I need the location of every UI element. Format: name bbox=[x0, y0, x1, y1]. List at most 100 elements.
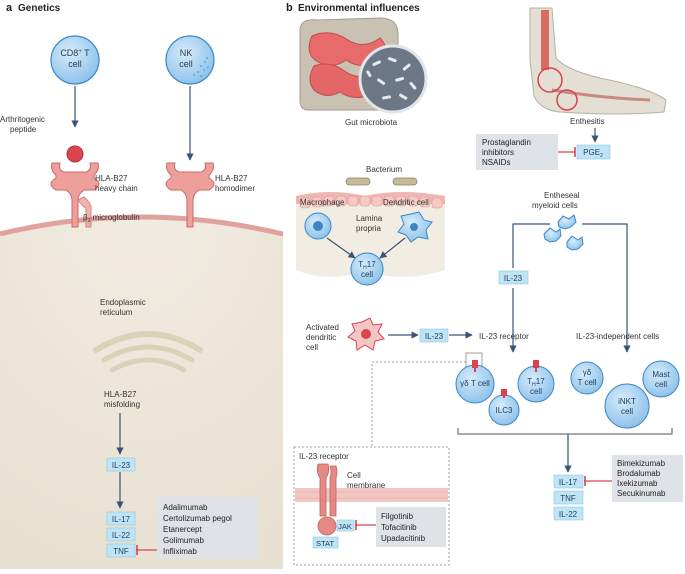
homodimer-label-1: HLA-B27 bbox=[215, 174, 248, 183]
gut-dendritic-cell bbox=[397, 211, 433, 243]
gd-t-right-2: T cell bbox=[578, 378, 597, 387]
inkt-label-1: iNKT bbox=[618, 397, 636, 406]
plasma-membrane bbox=[0, 214, 284, 237]
jak-box bbox=[336, 519, 355, 532]
gut-microbiota-label: Gut microbiota bbox=[345, 118, 398, 127]
arrow-macrophage-th17 bbox=[326, 237, 356, 259]
th17-cell-label: cell bbox=[530, 387, 542, 396]
b2m-label: β2 microglobulin bbox=[83, 213, 140, 224]
svg-text:TH17: TH17 bbox=[527, 377, 545, 388]
il22-box-b bbox=[553, 506, 584, 521]
dendritic-label: Dendritic cell bbox=[383, 198, 429, 207]
inset-connector bbox=[371, 361, 466, 447]
misfold-label-2: misfolding bbox=[104, 400, 140, 409]
inkt-cell: iNKT cell bbox=[604, 383, 650, 429]
activated-dendritic-cell bbox=[347, 317, 385, 351]
bacteria-icons bbox=[345, 177, 418, 186]
il22-box-a bbox=[106, 527, 136, 542]
entheseal-myeloid-cells bbox=[543, 214, 584, 251]
nk-cell: NK cell bbox=[165, 35, 215, 85]
microbiota-zoom bbox=[358, 44, 428, 114]
stat-box bbox=[312, 536, 339, 549]
lamina-label-1: Lamina bbox=[356, 214, 383, 223]
gd-t-cell-right: γδ T cell bbox=[570, 361, 604, 395]
pge-inh-2: inhibitors bbox=[482, 148, 514, 157]
svg-text:CD8+ T: CD8+ T bbox=[60, 48, 90, 58]
svg-text:TH17: TH17 bbox=[358, 260, 376, 271]
tnf-box-a bbox=[106, 543, 136, 558]
il17-label-b: IL-17 bbox=[559, 478, 578, 487]
cd8-t-cell: CD8+ T cell bbox=[50, 35, 100, 85]
il17-drug-2: Brodalumab bbox=[617, 469, 661, 478]
peptide-label-1: Arthritogenic bbox=[0, 115, 45, 124]
heavy-chain-label-2: heavy chain bbox=[95, 184, 138, 193]
nk-cell-label: cell bbox=[179, 59, 193, 69]
il22-label-a: IL-22 bbox=[112, 531, 131, 540]
mast-label-2: cell bbox=[655, 380, 667, 389]
gd-t-cell-label: γδ T cell bbox=[460, 379, 490, 388]
gut-th17-cell-label: cell bbox=[361, 270, 373, 279]
activated-label-3: cell bbox=[306, 343, 318, 352]
macrophage-cell bbox=[304, 212, 332, 240]
enthesitis-label: Enthesitis bbox=[570, 117, 605, 126]
il17-drug-1: Bimekizumab bbox=[617, 459, 666, 468]
er-label-2: reticulum bbox=[100, 308, 133, 317]
inset-membrane bbox=[295, 488, 448, 502]
il23-box-mid bbox=[419, 328, 449, 343]
membrane-label-2: membrane bbox=[347, 481, 386, 490]
il17-drug-box bbox=[612, 455, 683, 502]
arrow-dendritic-th17 bbox=[379, 237, 406, 259]
il17-box-b bbox=[553, 474, 584, 489]
foot-illustration bbox=[529, 7, 667, 115]
il17-box-a bbox=[106, 511, 136, 526]
tnf-label-a: TNF bbox=[113, 547, 129, 556]
il23-box-right bbox=[498, 270, 529, 285]
endoplasmic-reticulum-shape bbox=[93, 331, 203, 373]
cd8-label: CD8 bbox=[60, 48, 78, 58]
arrow-entheseal-independent bbox=[582, 223, 631, 353]
homodimer-label-2: homodimer bbox=[215, 184, 255, 193]
epithelium-layer bbox=[296, 192, 445, 277]
line-entheseal-left bbox=[512, 223, 550, 268]
gd-t-right-1: γδ bbox=[583, 368, 592, 377]
il23-receptor-label: IL-23 receptor bbox=[479, 332, 529, 341]
hla-b27-heavy-chain bbox=[50, 162, 100, 228]
jak-drug-1: Filgotinib bbox=[381, 512, 414, 521]
stat-label: STAT bbox=[316, 539, 334, 548]
cytoplasm-region bbox=[0, 217, 283, 569]
nk-label: NK bbox=[180, 48, 193, 58]
il17-drug-4: Secukinumab bbox=[617, 489, 666, 498]
drug-a-1: Adalimumab bbox=[163, 503, 208, 512]
hla-b27-homodimer bbox=[165, 162, 215, 228]
jak-label: JAK bbox=[338, 522, 352, 531]
il17-label-a: IL-17 bbox=[112, 515, 131, 524]
tnf-label-b: TNF bbox=[560, 494, 576, 503]
tnf-box-b bbox=[553, 490, 584, 505]
gut-th17-cell: TH17 cell bbox=[350, 252, 384, 286]
il22-label-b: IL-22 bbox=[559, 510, 578, 519]
entheseal-label-1: Entheseal bbox=[544, 191, 580, 200]
pge2-label: PGE2 bbox=[583, 148, 603, 159]
inkt-label-2: cell bbox=[621, 407, 633, 416]
pge-inh-1: Prostaglandin bbox=[482, 138, 531, 147]
ilc3-label: ILC3 bbox=[496, 406, 513, 415]
bacterium-label: Bacterium bbox=[366, 165, 402, 174]
drug-a-5: Infliximab bbox=[163, 547, 197, 556]
mast-cell: Mast cell bbox=[642, 360, 680, 398]
panel-a-title: Genetics bbox=[18, 3, 61, 14]
panel-a-letter: a bbox=[6, 2, 13, 14]
activated-label-1: Activated bbox=[306, 323, 339, 332]
pge2-box bbox=[576, 144, 611, 160]
activated-label-2: dendritic bbox=[306, 333, 336, 342]
drug-a-4: Golimumab bbox=[163, 536, 204, 545]
macrophage-label: Macrophage bbox=[300, 198, 345, 207]
cd8-cell-label: cell bbox=[68, 59, 82, 69]
mast-label-1: Mast bbox=[652, 370, 670, 379]
membrane-label-1: Cell bbox=[347, 471, 361, 480]
inset-title: IL-23 receptor bbox=[299, 452, 349, 461]
cells-bracket bbox=[457, 428, 673, 435]
pge-inhibitor-box bbox=[476, 134, 558, 170]
gd-t-cell: γδ T cell bbox=[455, 360, 495, 404]
gut-illustration bbox=[299, 17, 428, 114]
